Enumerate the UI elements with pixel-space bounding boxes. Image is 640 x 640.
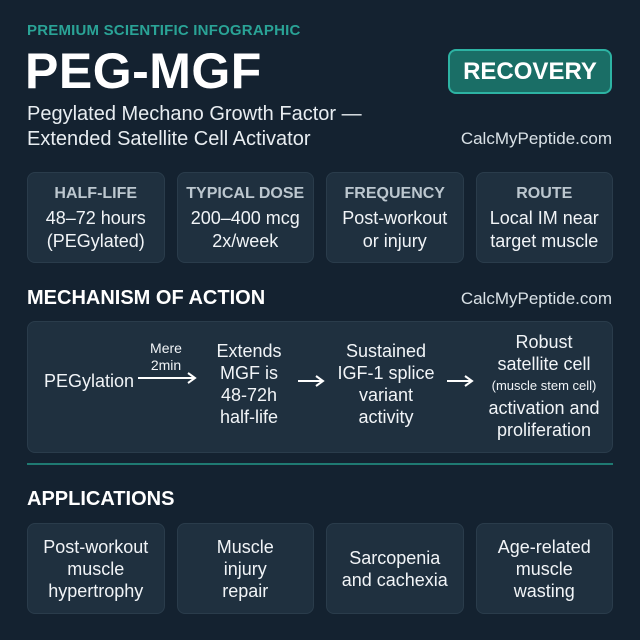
note-line-2: 2min [150, 357, 182, 373]
step-line: variant [358, 385, 414, 405]
mechanism-heading: MECHANISM OF ACTION [27, 287, 266, 309]
application-card: Sarcopenia and cachexia [326, 523, 464, 614]
stat-card-half-life: HALF-LIFE 48–72 hours (PEGylated) [27, 172, 165, 263]
kicker-text: PREMIUM SCIENTIFIC INFOGRAPHIC [27, 22, 301, 39]
application-card: Post-workout muscle hypertrophy [27, 523, 165, 614]
step-line: proliferation [496, 420, 592, 440]
stat-value-line-1: Post-workout [342, 208, 448, 228]
app-line: injury [223, 558, 267, 579]
mechanism-step-pegylation: PEGylation [43, 371, 135, 391]
stat-label: TYPICAL DOSE [186, 185, 305, 202]
stat-value-line-2: (PEGylated) [46, 231, 145, 251]
arrow-right-icon [447, 375, 474, 387]
mechanism-step-extends: Extends MGF is 48-72h half-life [203, 340, 295, 428]
subtitle: Pegylated Mechano Growth Factor — Extend… [27, 102, 447, 152]
app-line: Post-workout [43, 536, 149, 557]
note-line-1: Mere [150, 340, 182, 356]
applications-row: Post-workout muscle hypertrophy Muscle i… [27, 523, 613, 614]
brand-watermark: CalcMyPeptide.com [460, 129, 612, 148]
step-line: MGF is [220, 363, 278, 383]
category-badge: RECOVERY [448, 49, 612, 94]
app-line: and cachexia [341, 569, 448, 590]
stat-card-frequency: FREQUENCY Post-workout or injury [326, 172, 464, 263]
app-line: hypertrophy [48, 580, 144, 601]
stat-card-route: ROUTE Local IM near target muscle [475, 172, 613, 263]
section-divider [27, 463, 613, 465]
stat-label: HALF-LIFE [54, 185, 138, 202]
app-line: Sarcopenia [349, 547, 441, 568]
stat-value-line-1: 48–72 hours [45, 208, 146, 228]
stats-row: HALF-LIFE 48–72 hours (PEGylated) TYPICA… [27, 172, 613, 263]
step-line: half-life [219, 407, 279, 427]
mechanism-step-sustained: Sustained IGF-1 splice variant activity [328, 340, 444, 428]
stat-label: ROUTE [516, 185, 573, 202]
step-line: satellite cell [497, 354, 591, 374]
app-line: muscle [67, 558, 125, 579]
app-line: repair [222, 580, 269, 601]
arrow-right-icon [138, 372, 197, 384]
step-line: Extends [216, 341, 282, 361]
app-line: Muscle [216, 536, 274, 557]
step-line: activity [358, 407, 414, 427]
step-line: 48-72h [220, 385, 278, 405]
brand-watermark: CalcMyPeptide.com [460, 289, 612, 308]
step-line: activation and [488, 398, 600, 418]
subtitle-line-1: Pegylated Mechano Growth Factor — [27, 103, 362, 125]
stat-value-line-2: target muscle [490, 231, 599, 251]
arrow-right-icon [298, 375, 325, 387]
mechanism-panel: PEGylation Mere 2min Extends MGF is 48-7… [27, 321, 613, 453]
applications-heading: APPLICATIONS [27, 488, 175, 510]
app-line: wasting [513, 580, 575, 601]
step-line: Robust [515, 332, 573, 352]
app-line: muscle [515, 558, 573, 579]
step-line: (muscle stem cell) [491, 378, 597, 393]
application-card: Muscle injury repair [176, 523, 314, 614]
stat-value-line-2: 2x/week [212, 231, 279, 251]
mechanism-step-activation: Robust satellite cell (muscle stem cell)… [476, 331, 612, 441]
stat-label: FREQUENCY [344, 185, 445, 202]
mechanism-timing-note: Mere 2min [140, 340, 192, 374]
application-card: Age-related muscle wasting [475, 523, 613, 614]
app-line: Age-related [497, 536, 591, 557]
step-line: IGF-1 splice [337, 363, 435, 383]
stat-value-line-2: or injury [362, 231, 427, 251]
stat-value-line-1: Local IM near [489, 208, 599, 228]
stat-card-dose: TYPICAL DOSE 200–400 mcg 2x/week [176, 172, 314, 263]
subtitle-line-2: Extended Satellite Cell Activator [27, 128, 311, 150]
stat-value-line-1: 200–400 mcg [190, 208, 300, 228]
step-line: Sustained [345, 341, 427, 361]
page-title: PEG-MGF [25, 43, 262, 99]
